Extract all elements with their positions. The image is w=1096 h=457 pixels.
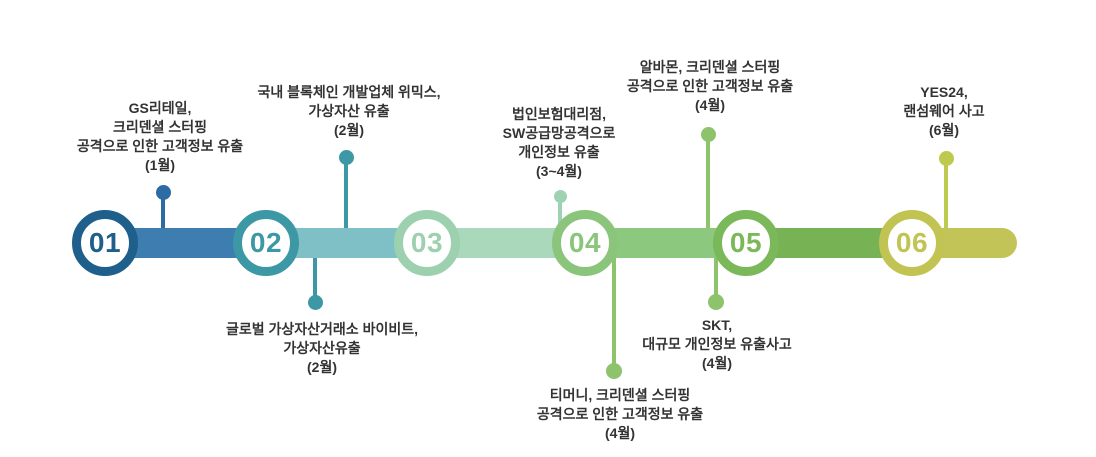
- event-text-line: (4월): [604, 425, 635, 441]
- event-text-line: 공격으로 인한 고객정보 유출: [536, 406, 704, 422]
- timeline-step-04: 04: [552, 210, 618, 276]
- event-stem: [612, 252, 616, 371]
- event-text-line: 공격으로 인한 고객정보 유출: [76, 138, 244, 154]
- event-label-bybit: 글로벌 가상자산거래소 바이비트, 가상자산유출 (2월): [226, 320, 418, 377]
- event-stem: [161, 192, 165, 234]
- event-label-skt: SKT, 대규모 개인정보 유출사고 (4월): [642, 316, 791, 373]
- event-stem: [714, 252, 718, 302]
- event-text-line: (2월): [307, 359, 337, 375]
- event-text-line: 알바몬, 크리덴셜 스터핑: [639, 59, 781, 75]
- event-stem: [313, 252, 317, 302]
- event-stem: [558, 196, 562, 234]
- step-number: 04: [568, 227, 602, 258]
- timeline-step-05: 05: [713, 210, 779, 276]
- event-stem: [944, 158, 948, 234]
- event-text-line: 공격으로 인한 고객정보 유출: [626, 78, 794, 94]
- event-dot: [553, 189, 567, 203]
- event-dot: [155, 184, 171, 200]
- event-dot: [338, 149, 354, 165]
- event-text-line: 랜섬웨어 사고: [903, 103, 985, 119]
- timeline-step-01: 01: [72, 210, 138, 276]
- event-label-wemix: 국내 블록체인 개발업체 위믹스, 가상자산 유출 (2월): [258, 83, 441, 140]
- event-text-line: 가상자산 유출: [308, 103, 390, 119]
- event-text-line: 국내 블록체인 개발업체 위믹스,: [257, 84, 441, 100]
- event-text-line: 가상자산유출: [283, 340, 361, 356]
- event-text-line: 대규모 개인정보 유출사고: [642, 336, 792, 352]
- event-text-line: (3~4월): [536, 163, 582, 179]
- event-text-line: 글로벌 가상자산거래소 바이비트,: [226, 321, 418, 337]
- step-number: 03: [410, 227, 444, 258]
- event-text-line: 티머니, 크리덴셜 스터핑: [549, 387, 691, 403]
- event-text-line: (4월): [702, 355, 732, 371]
- timeline-step-02: 02: [233, 210, 299, 276]
- event-text-line: 법인보험대리점,: [511, 106, 607, 122]
- event-dot: [700, 126, 716, 142]
- event-text-line: (4월): [694, 97, 725, 113]
- step-number: 01: [88, 227, 122, 258]
- event-text-line: YES24,: [920, 84, 968, 100]
- event-dot: [606, 363, 622, 379]
- event-stem: [706, 134, 710, 234]
- event-dot: [938, 150, 954, 166]
- event-text-line: (1월): [144, 157, 175, 173]
- event-text-line: 크리덴셜 스터핑: [112, 119, 208, 135]
- event-text-line: (2월): [334, 122, 364, 138]
- step-number: 06: [895, 227, 929, 258]
- timeline-step-06: 06: [879, 210, 945, 276]
- event-text-line: 개인정보 유출: [518, 144, 600, 160]
- event-label-yes24: YES24, 랜섬웨어 사고 (6월): [903, 83, 984, 140]
- event-dot: [708, 294, 724, 310]
- event-text-line: (6월): [928, 122, 959, 138]
- event-text-line: SW공급망공격으로: [502, 125, 616, 141]
- event-text-line: SKT,: [701, 317, 733, 333]
- step-number: 02: [249, 227, 283, 258]
- step-number: 05: [729, 227, 763, 258]
- event-text-line: GS리테일,: [128, 100, 192, 116]
- event-stem: [344, 157, 348, 234]
- event-dot: [307, 294, 323, 310]
- timeline-step-03: 03: [394, 210, 460, 276]
